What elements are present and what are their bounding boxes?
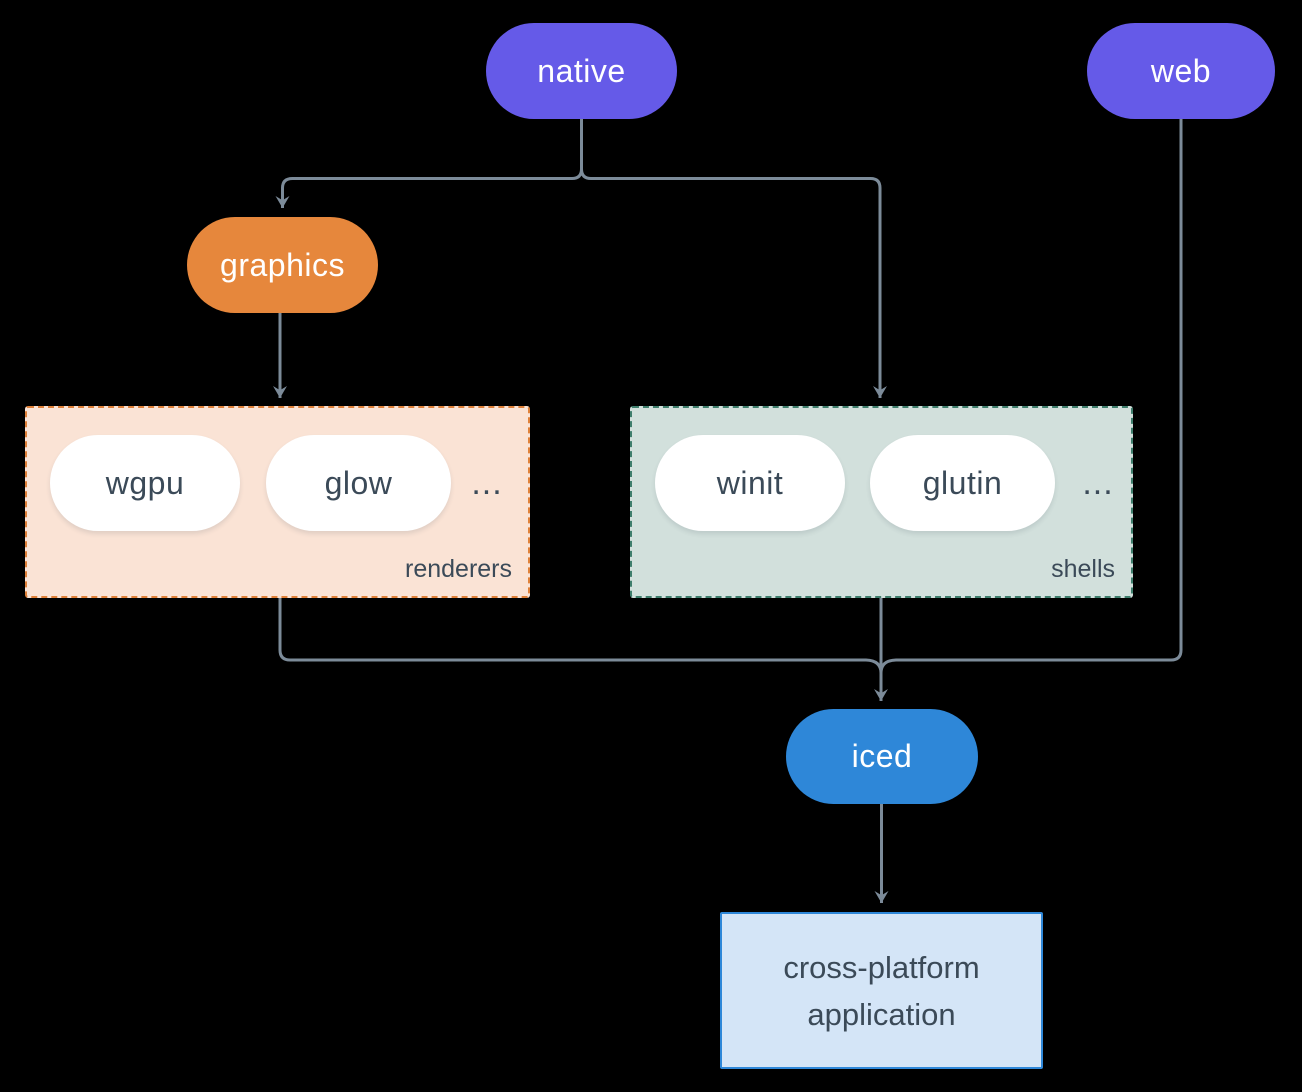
edge-renderers-to-merge [278,598,883,674]
node-iced: iced [786,709,978,804]
node-cross-platform-application: cross-platform application [720,912,1043,1069]
edge-native-to-shells [580,168,887,398]
renderers-group-label: renderers [405,555,512,583]
group-renderers: wgpu glow ... renderers [25,406,530,598]
renderers-ellipsis: ... [471,463,503,502]
node-native: native [486,23,677,119]
node-winit: winit [655,435,845,531]
shells-group-label: shells [1051,555,1115,583]
node-glutin: glutin [870,435,1055,531]
app-label-line1: cross-platform [783,949,980,985]
edge-native-to-graphics [275,119,583,208]
node-glow: glow [266,435,451,531]
shells-ellipsis: ... [1082,463,1114,502]
node-wgpu: wgpu [50,435,240,531]
group-shells: winit glutin ... shells [630,406,1133,598]
node-graphics: graphics [187,217,378,313]
app-label-line2: application [807,996,956,1032]
edge-web-to-merge [879,119,1183,674]
node-web: web [1087,23,1275,119]
